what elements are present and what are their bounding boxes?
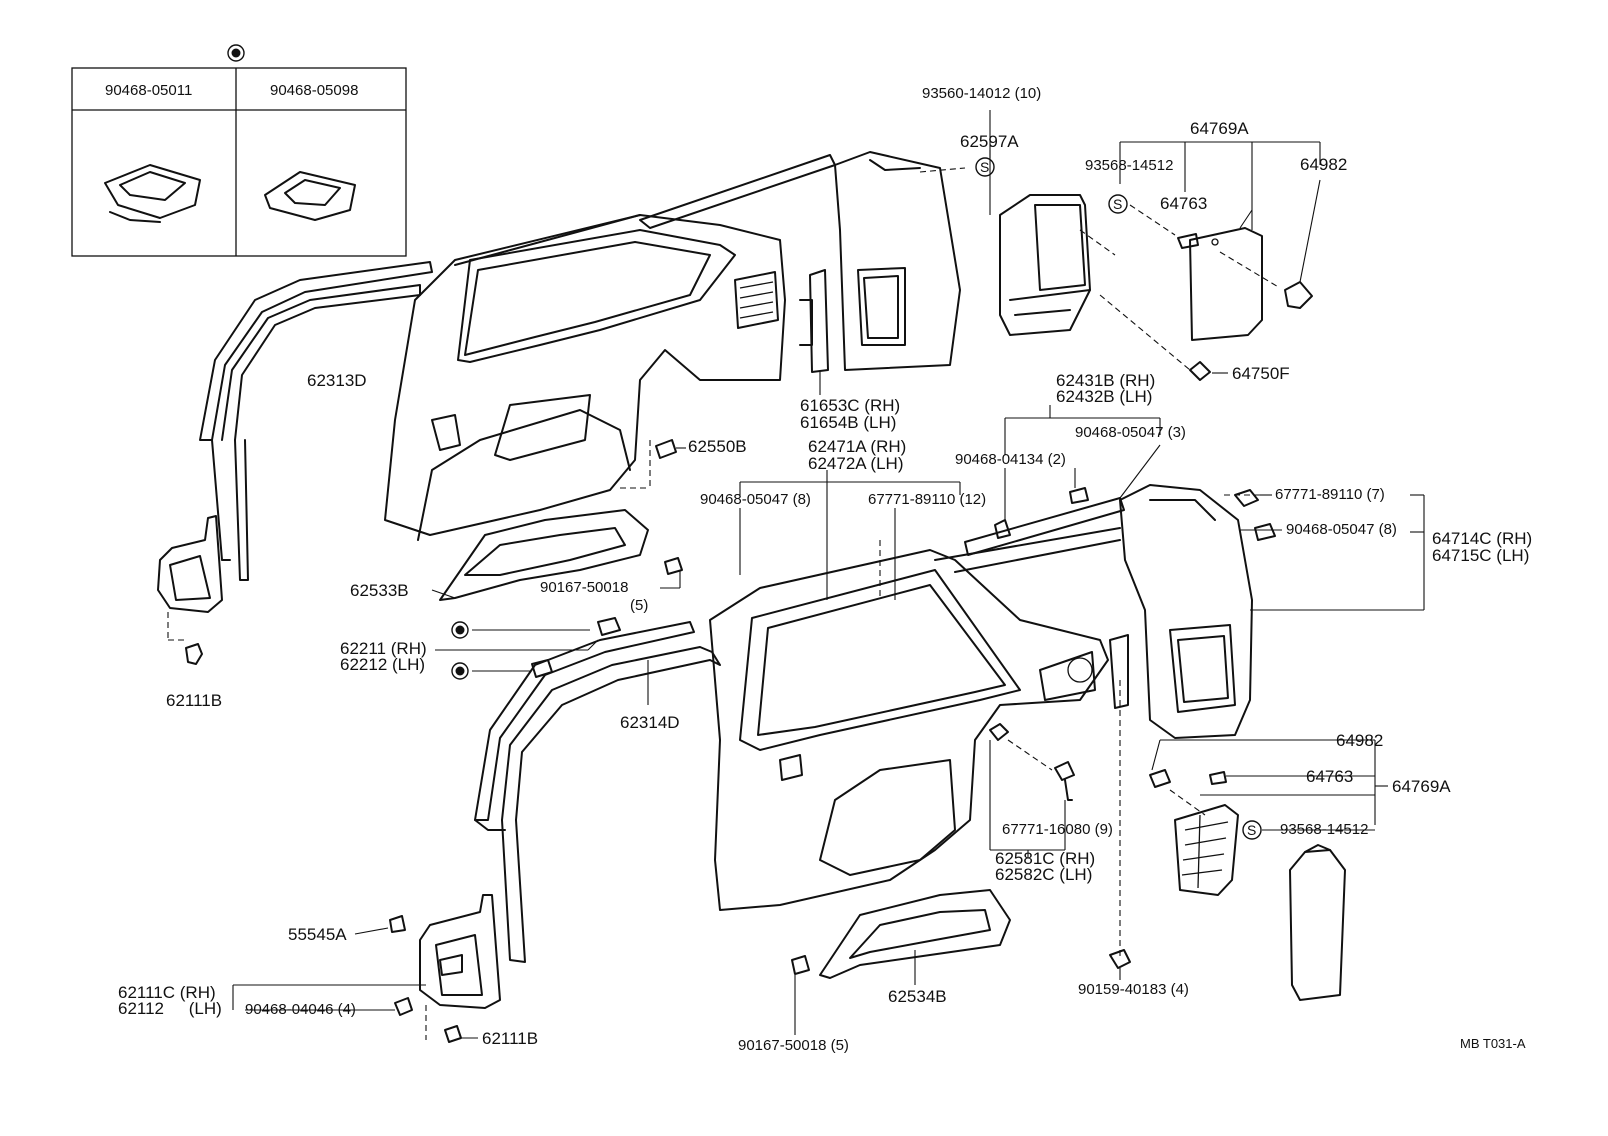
rear-trim-64714c <box>1119 484 1276 739</box>
label-90468-04046: 90468-04046 (4) <box>245 1001 356 1018</box>
label-62111c: 62111C (RH) <box>118 983 216 1002</box>
inset-part-90468-05098: 90468-05098 <box>270 82 359 99</box>
label-67771-16080: 67771-16080 (9) <box>1002 821 1113 838</box>
label-61654b: 61654B (LH) <box>800 413 897 432</box>
strip-62431b <box>964 487 1125 556</box>
label-90468-04134: 90468-04134 (2) <box>955 451 1066 468</box>
s-symbol-1: S <box>980 159 989 175</box>
label-67771-89110-7: 67771-89110 (7) <box>1275 486 1385 503</box>
label-62581c: 62581C (RH) <box>995 849 1096 868</box>
label-62582c: 62582C (LH) <box>995 865 1093 884</box>
label-90468-05047-8-b: 90468-05047 (8) <box>1286 521 1397 538</box>
clips-62211 <box>451 617 621 680</box>
side-lh: (LH) <box>188 999 222 1018</box>
label-64769a-top: 64769A <box>1190 119 1249 138</box>
s-symbol-3: S <box>1247 822 1256 838</box>
lower-trim-upper-left <box>157 515 223 665</box>
box-62597a <box>999 194 1211 381</box>
side-lh: (LH) <box>863 413 897 432</box>
label-64750f: 64750F <box>1232 364 1290 383</box>
side-rh: (RH) <box>1059 849 1096 868</box>
label-62431b: 62431B (RH) <box>1056 371 1156 390</box>
diagram-code: MB T031-A <box>1460 1036 1526 1051</box>
side-lh: (LH) <box>1119 387 1153 406</box>
label-90159-40183: 90159-40183 (4) <box>1078 981 1189 998</box>
side-lh: (LH) <box>870 454 904 473</box>
clip-67771-16080 <box>989 723 1075 801</box>
label-64715c: 64715C (LH) <box>1432 546 1530 565</box>
side-rh: (RH) <box>179 983 216 1002</box>
quarter-trim-62471a <box>709 527 1129 911</box>
pillar-garnish-62313d <box>199 261 433 581</box>
rear-pillar-upper <box>799 151 966 373</box>
label-67771-89110-12: 67771-89110 (12) <box>868 491 987 508</box>
inset-part-90468-05011: 90468-05011 <box>105 82 193 99</box>
bracket-62533b <box>439 509 683 601</box>
side-rh: (RH) <box>1119 371 1156 390</box>
label-62597a: 62597A <box>960 132 1019 151</box>
label-90167-50018-top-qty: (5) <box>630 597 649 614</box>
label-62112: 62112 (LH) <box>118 999 222 1018</box>
label-64763-mid: 64763 <box>1306 767 1354 786</box>
label-62212: 62212 (LH) <box>340 655 426 674</box>
label-64982-mid: 64982 <box>1336 731 1384 750</box>
label-90167-50018-bottom: 90167-50018 (5) <box>738 1037 849 1054</box>
side-rh: (RH) <box>870 437 907 456</box>
side-rh: (RH) <box>390 639 427 658</box>
label-93568-14512-top: 93568-14512 <box>1085 157 1174 174</box>
label-62534b: 62534B <box>888 987 947 1006</box>
bracket-62534b <box>791 889 1011 979</box>
label-90468-05047-8-a: 90468-05047 (8) <box>700 491 811 508</box>
label-93560-14012: 93560-14012 (10) <box>922 85 1042 102</box>
side-rh: (RH) <box>864 396 901 415</box>
inset-table <box>71 44 407 257</box>
leader-lines <box>232 110 1425 1039</box>
label-62471a: 62471A (RH) <box>808 437 907 456</box>
label-62111b-top: 62111B <box>166 691 223 710</box>
label-93568-14512-mid: 93568-14512 <box>1280 821 1369 838</box>
side-rh: (RH) <box>1496 529 1533 548</box>
label-64763-top: 64763 <box>1160 194 1208 213</box>
label-90167-50018-top: 90167-50018 <box>540 579 629 596</box>
s-symbol-2: S <box>1113 196 1122 212</box>
side-lh: (LH) <box>1496 546 1530 565</box>
label-62211: 62211 (RH) <box>340 639 427 658</box>
label-62432b: 62432B (LH) <box>1056 387 1153 406</box>
pillar-garnish-62314d <box>474 621 721 963</box>
label-62313d: 62313D <box>307 371 367 390</box>
side-lh: (LH) <box>1059 865 1093 884</box>
cover-64769a-top <box>1129 204 1313 341</box>
label-64769a-mid: 64769A <box>1392 777 1451 796</box>
label-62550b: 62550B <box>688 437 747 456</box>
cover-64769a-mid <box>1109 680 1346 1001</box>
label-62472a: 62472A (LH) <box>808 454 904 473</box>
label-62314d: 62314D <box>620 713 680 732</box>
side-lh: (LH) <box>392 655 426 674</box>
quarter-panel-upper <box>384 154 836 541</box>
clip-62550b <box>620 439 677 489</box>
label-64982-top: 64982 <box>1300 155 1348 174</box>
label-62111b-bottom: 62111B <box>482 1029 539 1048</box>
label-61653c: 61653C (RH) <box>800 396 901 415</box>
label-55545a: 55545A <box>288 925 347 944</box>
label-62533b: 62533B <box>350 581 409 600</box>
lower-trim-62111c <box>389 894 501 1043</box>
label-90468-05047-3: 90468-05047 (3) <box>1075 424 1186 441</box>
label-64714c: 64714C (RH) <box>1432 529 1533 548</box>
